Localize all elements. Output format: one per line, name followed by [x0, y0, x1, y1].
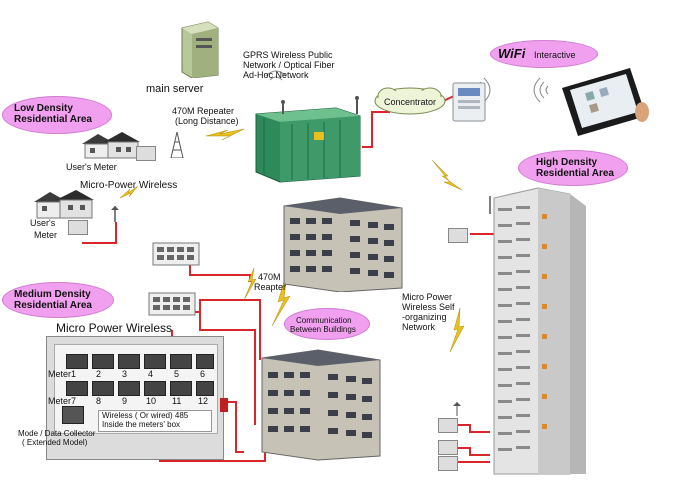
user-meter-box [136, 146, 156, 161]
meter-cabinet-icon [148, 292, 196, 316]
house-icon [34, 190, 96, 220]
medium-density-label-1: Medium Density [14, 289, 91, 300]
collector-label-2: ( Extended Model) [22, 438, 88, 447]
gprs-label-2: Network / Optical Fiber [243, 60, 335, 70]
meter-cell [118, 381, 140, 396]
apartment-building-icon [280, 192, 406, 293]
meter-number: 8 [96, 396, 102, 406]
skyscraper-icon [478, 184, 598, 476]
tablet-icon [556, 66, 650, 138]
antenna-icon [353, 96, 361, 114]
high-density-bubble [518, 150, 628, 186]
reapter-label-1: 470M [258, 272, 281, 282]
micro-power-self-label-1: Micro Power [402, 292, 453, 302]
micro-power-self-label-2: Wireless Self [402, 302, 455, 312]
user-meter-box [68, 220, 88, 235]
concentrator-cloud [374, 86, 446, 116]
concentrator-label: Concentrator [384, 97, 437, 107]
meter-number: 3 [122, 369, 128, 379]
reapter-label-2: Reapter [254, 282, 287, 292]
meter-cell [170, 354, 192, 369]
meter7-label: Meter7 [48, 396, 77, 406]
meter-number: 11 [172, 396, 182, 406]
interactive-label: Interactive [534, 50, 576, 60]
users-meter-label-1: User's Meter [66, 162, 117, 172]
meter-cell [66, 354, 88, 369]
gprs-label-3: Ad-Hoc Network [243, 70, 309, 80]
wifi-bubble [490, 40, 598, 68]
gprs-label-1: GPRS Wireless Public [243, 50, 333, 60]
meter-cell [144, 354, 166, 369]
tower-meter-box [438, 418, 458, 433]
communication-label-2: Between Buildings [290, 325, 356, 334]
micro-power-self-label-4: Network [402, 322, 436, 332]
repeater-label-1: 470M Repeater [172, 106, 235, 116]
meter1-label: Meter1 [48, 369, 77, 379]
tower-meter-box [438, 440, 458, 455]
house-icon [82, 132, 142, 160]
meter-number: 9 [122, 396, 128, 406]
repeater-label-2: (Long Distance) [175, 116, 239, 126]
meter-number: 6 [200, 369, 206, 379]
main-server-label: main server [146, 83, 204, 95]
antenna-icon [452, 402, 462, 416]
meter-number: 2 [96, 369, 102, 379]
wired-note-box [98, 410, 212, 432]
meter-number: 5 [174, 369, 180, 379]
low-density-label-1: Low Density [14, 103, 73, 114]
meter-number: 4 [148, 369, 154, 379]
data-collector-icon [62, 406, 84, 424]
wifi-label: WiFi [498, 46, 526, 61]
communication-label-1: Communication [296, 316, 352, 325]
meter-cell [92, 381, 114, 396]
cable-tag [220, 398, 228, 412]
meter-cell [196, 354, 214, 369]
substation-icon [252, 100, 364, 184]
meter-number: 12 [198, 396, 209, 406]
micro-power-self-label-3: -organizing [402, 312, 447, 322]
tower-meter-box [448, 228, 468, 243]
meter-cell [144, 381, 166, 396]
meter-cell [66, 381, 88, 396]
low-density-bubble [2, 96, 112, 134]
apartment-building-icon [258, 344, 384, 462]
micro-power-wireless-label: Micro-Power Wireless [80, 180, 178, 191]
tower-meter-box [438, 456, 458, 471]
meter-cell [92, 354, 114, 369]
meter-cell [118, 354, 140, 369]
low-density-label-2: Residential Area [14, 114, 92, 125]
smart-meter-icon [452, 82, 486, 122]
wired-note-label-1: Wireless ( Or wired) 485 [102, 411, 189, 420]
users-meter-label-2a: User's [30, 218, 56, 228]
micro-power-wireless-label-2: Micro Power Wireless [56, 321, 173, 335]
meter-cabinet-icon [152, 242, 200, 266]
medium-density-label-2: Residential Area [14, 300, 92, 311]
communication-bubble [284, 308, 370, 340]
users-meter-label-2b: Meter [34, 230, 58, 240]
meter-cell [170, 381, 192, 396]
antenna-icon [110, 206, 120, 222]
medium-density-bubble [2, 282, 114, 318]
meter-cell [196, 381, 214, 396]
wired-note-label-2: Inside the meters' box [102, 420, 181, 429]
meter-number: 10 [146, 396, 157, 406]
high-density-label-2: Residential Area [536, 168, 614, 179]
repeater-tower-icon [170, 131, 184, 159]
collector-label-1: Mode / Data Collector [18, 429, 96, 438]
high-density-label-1: High Density [536, 157, 598, 168]
server-icon [180, 20, 220, 79]
